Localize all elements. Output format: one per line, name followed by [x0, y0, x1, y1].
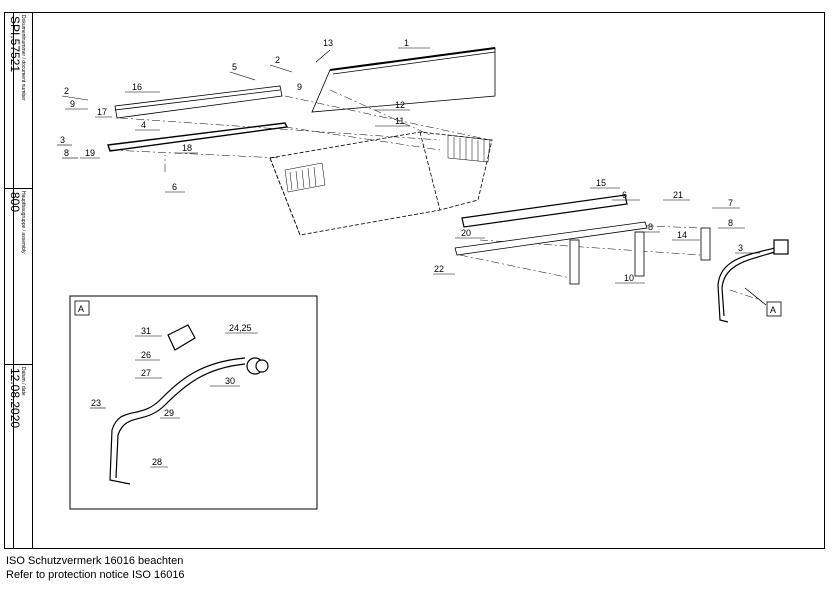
callout-21: 21	[673, 190, 683, 200]
callout-1: 1	[404, 38, 409, 48]
view-a-arrow	[744, 287, 767, 306]
bracket-parts	[569, 227, 711, 285]
callout-31: 31	[141, 326, 151, 336]
detail-a-frame	[69, 295, 318, 510]
title-block-divider	[13, 13, 14, 548]
callout-12: 12	[395, 100, 405, 110]
part-15-rail	[461, 194, 628, 228]
callout-18: 18	[182, 143, 192, 153]
callout-8-right: 8	[728, 218, 733, 228]
vent-grille-left	[284, 162, 326, 193]
view-a-reference-box	[766, 301, 782, 317]
drawing-frame: Dokumentnummer / document number SPI.575…	[4, 12, 825, 549]
part-20-rail	[454, 221, 648, 256]
callout-4: 4	[141, 120, 146, 130]
callout-8-left: 8	[64, 148, 69, 158]
detail-a-label: A	[78, 304, 84, 314]
protection-notice-de: ISO Schutzvermerk 16016 beachten	[6, 555, 184, 567]
callout-19: 19	[85, 148, 95, 158]
callout-2-left: 2	[64, 86, 69, 96]
part-16-rail	[114, 85, 283, 119]
callout-10: 10	[624, 273, 634, 283]
assembly-cell: Hauptbaugruppe / assembly 800	[5, 189, 32, 365]
title-block: Dokumentnummer / document number SPI.575…	[5, 13, 33, 548]
callout-3-left: 3	[60, 135, 65, 145]
callout-30: 30	[225, 376, 235, 386]
callout-20: 20	[461, 228, 471, 238]
detail-a-label-box	[74, 300, 90, 316]
callout-11: 11	[395, 116, 404, 126]
callout-15: 15	[596, 178, 606, 188]
callout-5: 5	[232, 62, 237, 72]
view-a-reference-label: A	[770, 305, 776, 315]
callout-3-right: 3	[738, 243, 743, 253]
callout-labels: 1 2 2 3 3 4 5 6 6 7 8 8 8 9 9 10 11 12 1…	[60, 38, 776, 467]
callout-9-right: 9	[297, 82, 302, 92]
callout-26: 26	[141, 350, 151, 360]
callout-24-25: 24,25	[229, 323, 252, 333]
callout-29: 29	[164, 408, 174, 418]
detail-a-hoses	[109, 324, 269, 485]
callout-22: 22	[434, 264, 444, 274]
callout-17: 17	[97, 107, 107, 117]
callout-27: 27	[141, 368, 151, 378]
callout-8-mid: 8	[648, 222, 653, 232]
callout-leaders	[57, 47, 760, 468]
protection-notice-en: Refer to protection notice ISO 16016	[6, 569, 185, 581]
hose-assembly-right	[717, 239, 789, 323]
callout-6-left: 6	[172, 182, 177, 192]
callout-16: 16	[132, 82, 142, 92]
callout-6-right: 6	[622, 190, 627, 200]
callout-28: 28	[152, 457, 162, 467]
protection-notice: ISO Schutzvermerk 16016 beachten Refer t…	[6, 554, 185, 582]
callout-13: 13	[323, 38, 333, 48]
callout-9-left: 9	[70, 99, 75, 109]
document-number-cell: Dokumentnummer / document number SPI.575…	[5, 13, 32, 189]
frame-body-outline	[269, 131, 493, 236]
callout-7: 7	[728, 198, 733, 208]
callout-23: 23	[91, 398, 101, 408]
callout-14: 14	[677, 230, 687, 240]
callout-2-right: 2	[275, 55, 280, 65]
vent-grille-right	[447, 134, 491, 163]
part-18-rail	[107, 122, 289, 152]
part-1-plate	[311, 47, 496, 113]
